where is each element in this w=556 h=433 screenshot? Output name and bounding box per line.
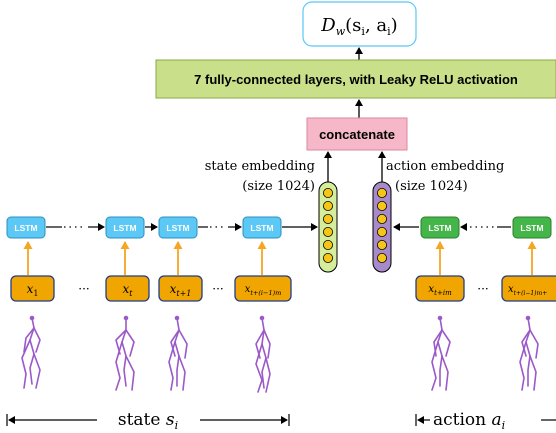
state-input-label: xt+(i−1)m	[245, 284, 282, 297]
lstm-cell-label: LSTM	[520, 223, 543, 233]
discriminator-output-label: Dw(si, ai)	[320, 15, 397, 38]
action-embedding-neuron	[376, 252, 387, 263]
ellipsis: ···	[78, 282, 89, 296]
action-input-box	[415, 275, 465, 302]
state-input-box	[105, 275, 150, 302]
lstm-cell-label: LSTM	[428, 223, 451, 233]
state-input-boxes: x1 xt xt+1 xt+(i−1)m ··· ···	[10, 275, 292, 302]
action-embedding-neuron	[376, 187, 387, 198]
action-lstm-cell	[512, 216, 552, 239]
lstm-cell-label: LSTM	[113, 223, 136, 233]
state-embedding-neuron	[322, 187, 333, 198]
state-input-label: xt	[123, 282, 134, 298]
action-embedding-vector	[372, 181, 392, 273]
pose-skeleton	[168, 315, 188, 391]
fc-layers-label: 7 fully-connected layers, with Leaky ReL…	[194, 72, 518, 87]
discriminator-output-box: Dw(si, ai)	[302, 1, 417, 47]
action-embedding-neuron	[376, 200, 387, 211]
action-lstm-cell	[420, 216, 460, 239]
state-input-label: xt+1	[170, 282, 192, 298]
concatenate-label: concatenate	[319, 127, 395, 142]
state-input-box	[234, 275, 292, 302]
action-span-label: action ai	[433, 410, 505, 432]
state-embedding-label: state embedding	[205, 159, 315, 174]
action-span-indicator: action ai	[415, 410, 556, 432]
state-embedding-neuron	[322, 213, 333, 224]
state-lstm-cell	[6, 216, 46, 239]
state-embedding-neuron	[322, 200, 333, 211]
ellipsis: ···	[477, 282, 488, 296]
state-span-label: state si	[118, 410, 178, 432]
state-embedding-neuron	[322, 226, 333, 237]
pose-skeleton	[115, 315, 135, 391]
lstm-cell-label: LSTM	[250, 223, 273, 233]
action-embedding-neuron	[376, 213, 387, 224]
action-embedding-neuron	[376, 226, 387, 237]
state-input-label: x1	[27, 282, 39, 298]
action-embedding-label: action embedding	[386, 159, 504, 174]
state-input-box	[10, 275, 55, 302]
action-embedding-size: (size 1024)	[395, 179, 468, 194]
input-to-lstm-arrows	[23, 241, 537, 275]
state-embedding-vector	[318, 181, 338, 273]
state-lstm-cell	[242, 216, 282, 239]
concatenate-block: concatenate	[306, 117, 408, 151]
pose-skeleton	[21, 315, 41, 389]
state-embedding-size: (size 1024)	[242, 179, 315, 194]
state-input-box	[158, 275, 203, 302]
action-input-label: xt+(i−1)m+	[508, 284, 547, 297]
state-lstm-cell	[105, 216, 145, 239]
state-lstm-cell	[158, 216, 198, 239]
pose-skeleton	[431, 315, 451, 391]
action-input-label: xt+im	[428, 283, 452, 297]
state-embedding-neuron	[322, 252, 333, 263]
lstm-cell-label: LSTM	[166, 223, 189, 233]
action-embedding-neuron	[376, 239, 387, 250]
state-embedding-neuron	[322, 239, 333, 250]
pose-skeleton	[255, 315, 271, 393]
state-span-indicator: state si	[6, 410, 290, 432]
action-input-boxes: xt+im xt+(i−1)m+ ···	[415, 275, 556, 302]
action-lstm-chain: LSTM LSTM	[393, 216, 552, 239]
ellipsis: ···	[212, 282, 223, 296]
fc-layers-block: 7 fully-connected layers, with Leaky ReL…	[155, 59, 556, 99]
lstm-cell-label: LSTM	[14, 223, 37, 233]
action-input-box	[501, 275, 556, 302]
pose-skeleton	[519, 315, 539, 391]
state-lstm-chain: LSTM LSTM LSTM LSTM	[6, 216, 318, 239]
